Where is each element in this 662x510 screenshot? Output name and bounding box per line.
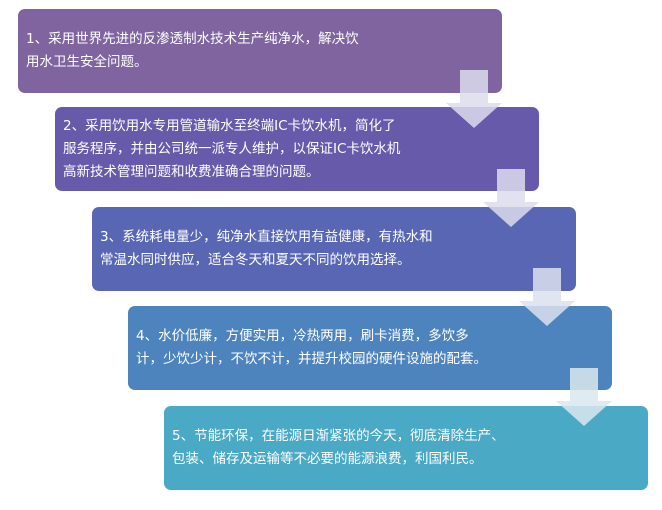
step-4-box: 4、水价低廉，方便实用，冷热两用，刷卡消费，多饮多 计，少饮少计，不饮不计，并提… xyxy=(128,306,612,390)
step-2-line-1: 2、采用饮用水专用管道输水至终端IC卡饮水机，简化了 xyxy=(63,117,396,134)
step-1-line-2: 用水卫生安全问题。 xyxy=(26,54,148,70)
down-arrow-icon xyxy=(446,70,502,128)
step-3-line-1: 3、系统耗电量少，纯净水直接饮用有益健康，有热水和 xyxy=(100,229,433,245)
step-2-line-2: 服务程序，并由公司统一派专人维护，以保证IC卡饮水机 xyxy=(63,140,401,157)
step-5-box: 5、节能环保，在能源日渐紧张的今天，彻底清除生产、 包装、储存及运输等不必要的能… xyxy=(164,406,648,490)
step-2-line-3: 高新技术管理问题和收费准确合理的问题。 xyxy=(63,163,320,180)
step-1-box: 1、采用世界先进的反渗透制水技术生产纯净水，解决饮 用水卫生安全问题。 xyxy=(18,9,502,93)
step-5-line-2: 包装、储存及运输等不必要的能源浪费，利国利民。 xyxy=(172,451,483,467)
step-2-box: 2、采用饮用水专用管道输水至终端IC卡饮水机，简化了 服务程序，并由公司统一派专… xyxy=(55,107,539,191)
step-1-line-1: 1、采用世界先进的反渗透制水技术生产纯净水，解决饮 xyxy=(26,31,359,47)
down-arrow-icon xyxy=(483,169,539,227)
step-5-line-1: 5、节能环保，在能源日渐紧张的今天，彻底清除生产、 xyxy=(172,428,505,444)
step-4-line-2: 计，少饮少计，不饮不计，并提升校园的硬件设施的配套。 xyxy=(136,351,487,367)
step-4-line-1: 4、水价低廉，方便实用，冷热两用，刷卡消费，多饮多 xyxy=(136,328,469,344)
step-3-line-2: 常温水同时供应，适合冬天和夏天不同的饮用选择。 xyxy=(100,252,411,268)
step-3-box: 3、系统耗电量少，纯净水直接饮用有益健康，有热水和 常温水同时供应，适合冬天和夏… xyxy=(92,207,576,291)
down-arrow-icon xyxy=(556,368,612,426)
down-arrow-icon xyxy=(519,268,575,326)
